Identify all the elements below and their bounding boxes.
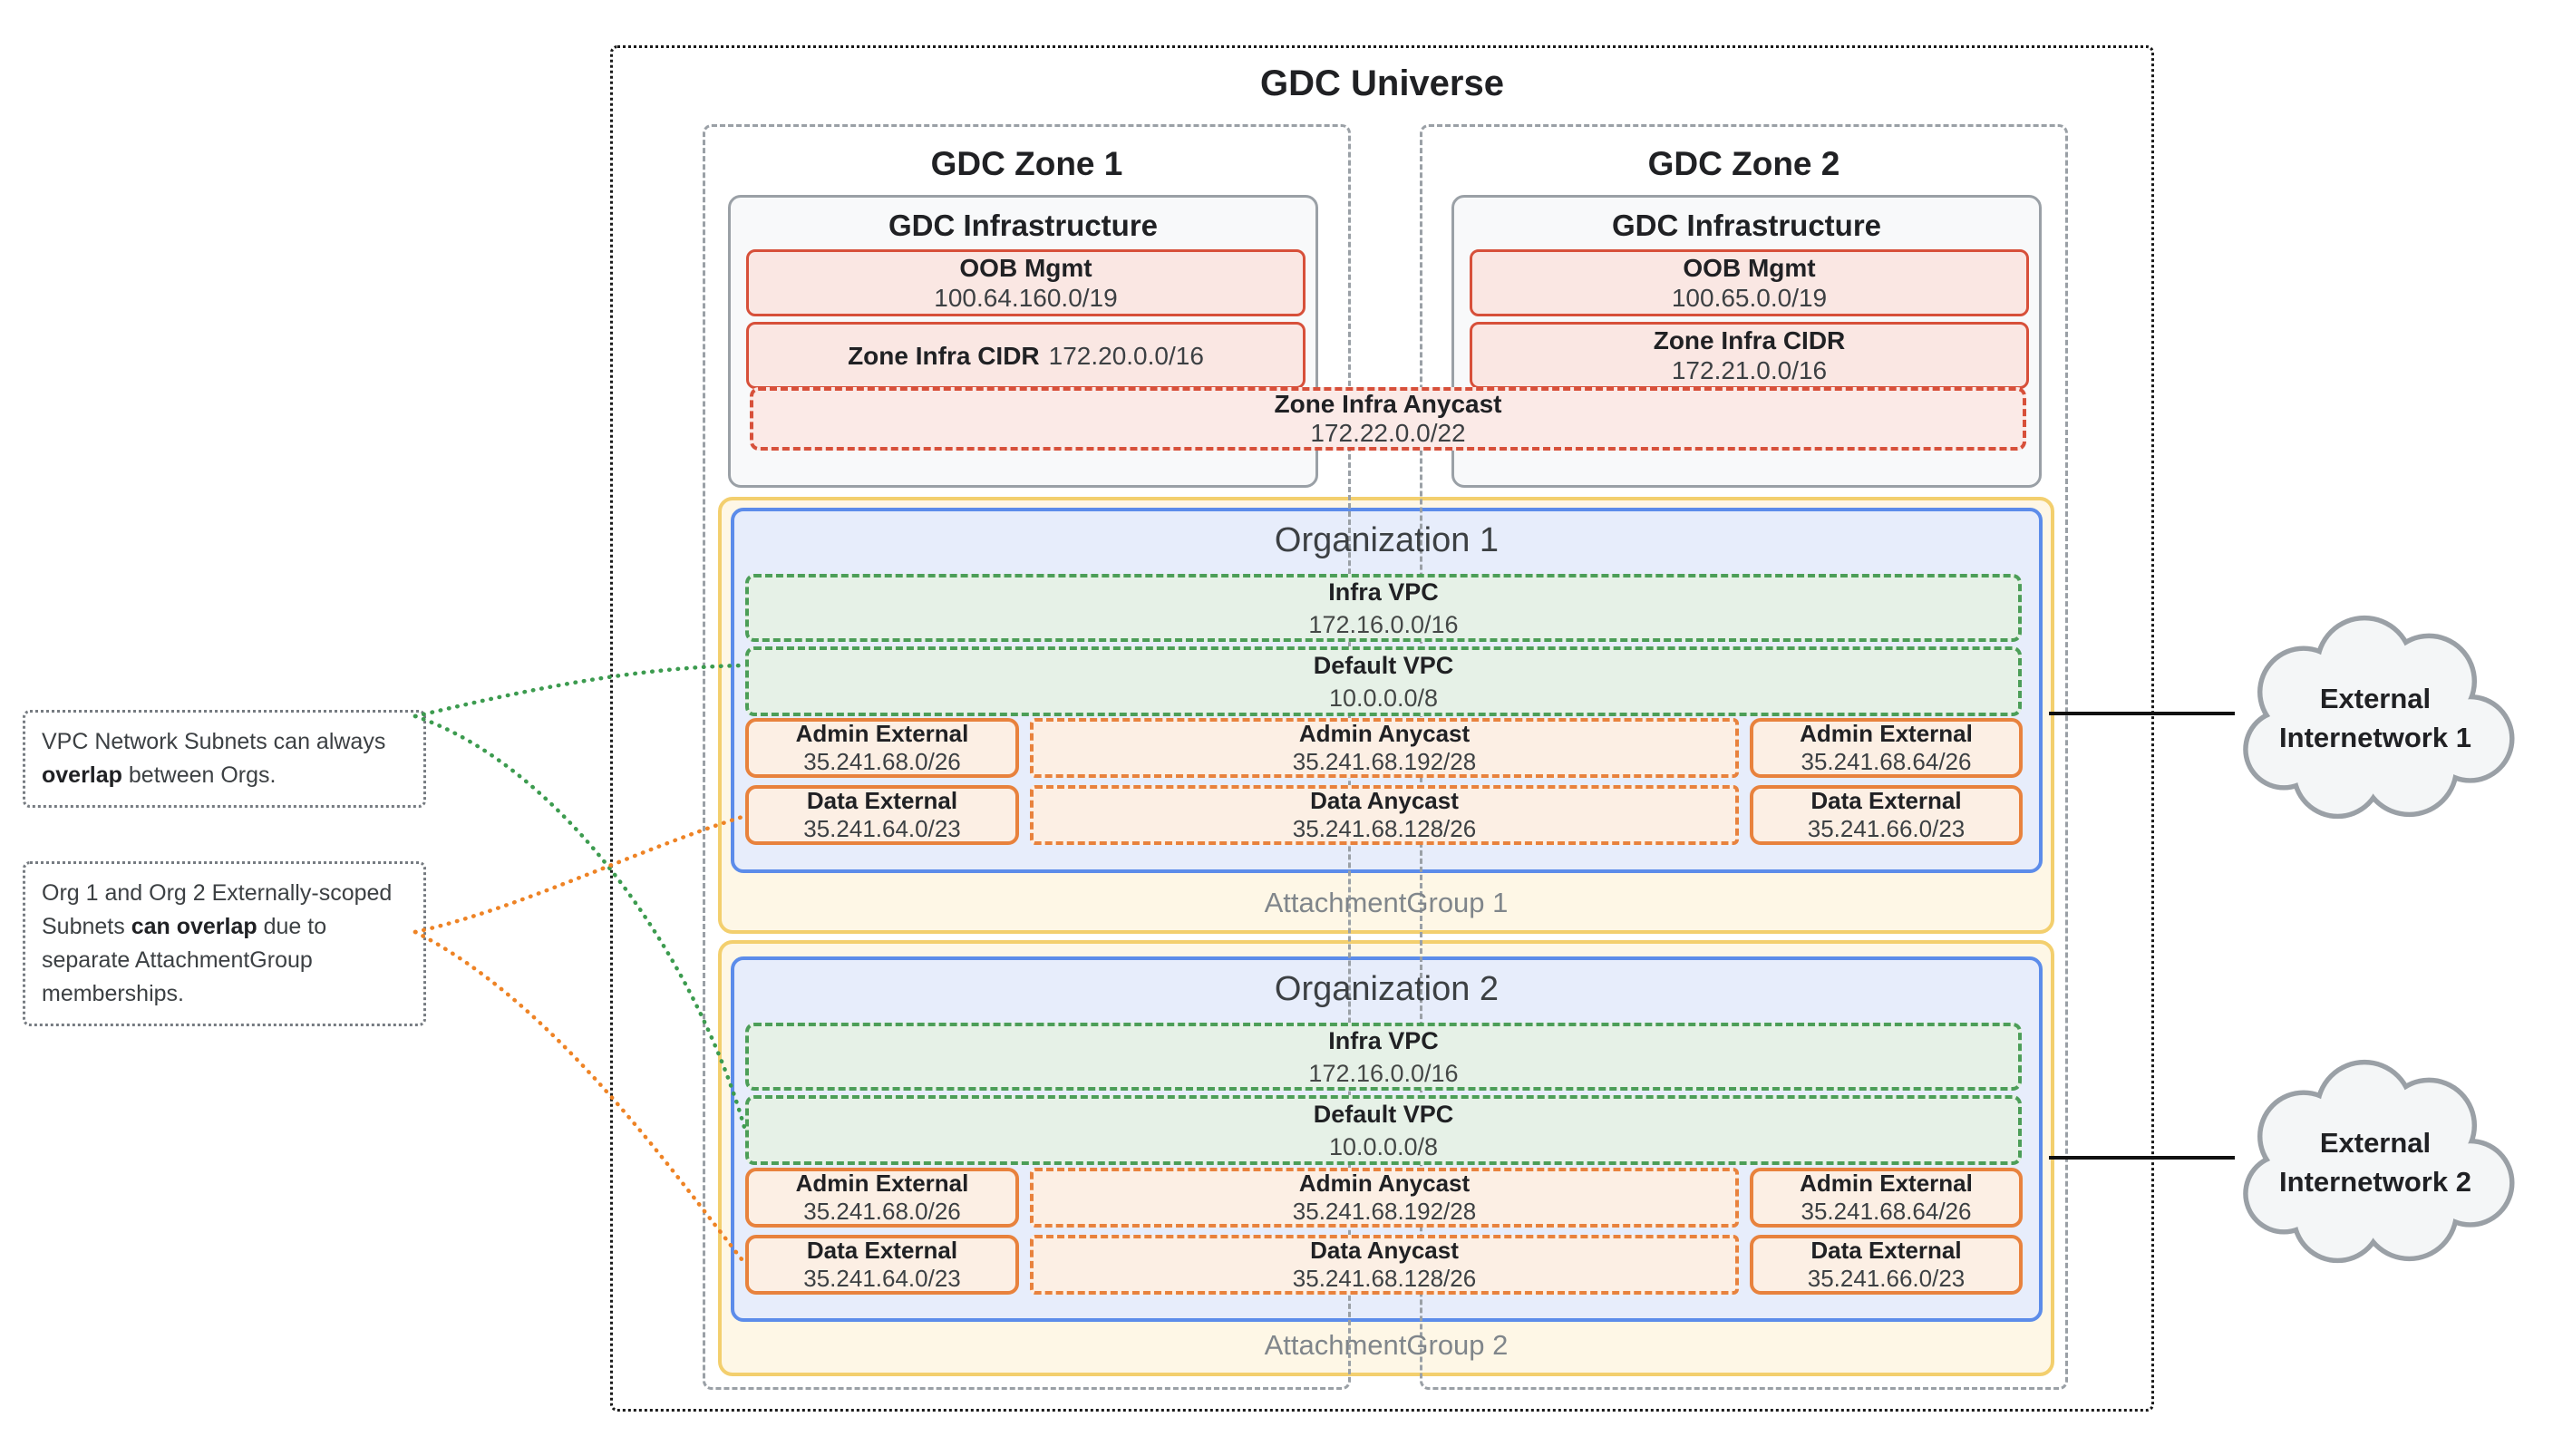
zone-infra-cidr-1: Zone Infra CIDR 172.20.0.0/16	[746, 322, 1306, 389]
zone-1-title: GDC Zone 1	[930, 145, 1123, 182]
org1-infra-vpc: Infra VPC 172.16.0.0/16	[745, 574, 2022, 642]
universe-title: GDC Universe	[1260, 63, 1504, 103]
subnet-label: Admin External	[1800, 720, 1973, 747]
org2-admin-external-left: Admin External 35.241.68.0/26	[745, 1168, 1019, 1228]
cloud-label-line: External	[2319, 1127, 2432, 1159]
zone-infra-cidr-2-value: 172.21.0.0/16	[1671, 356, 1828, 384]
org2-data-external-right: Data External 35.241.66.0/23	[1750, 1235, 2023, 1295]
cloud-shape	[2243, 615, 2515, 820]
infrastructure-2-title: GDC Infrastructure	[1611, 209, 1882, 242]
org2-admin-anycast: Admin Anycast 35.241.68.192/28	[1030, 1168, 1739, 1228]
subnet-cidr: 35.241.68.128/26	[1292, 1265, 1477, 1292]
org2-default-vpc: Default VPC 10.0.0.0/8	[745, 1095, 2022, 1165]
subnet-label: Data Anycast	[1310, 787, 1459, 814]
external-internetwork-2-label: External Internetwork 2	[2248, 1050, 2502, 1275]
connector-internetwork-2	[2049, 1156, 2235, 1160]
zone-infra-cidr-1-value: 172.20.0.0/16	[1048, 341, 1204, 370]
org2-infra-vpc: Infra VPC 172.16.0.0/16	[745, 1023, 2022, 1091]
zone-infra-anycast-label: Zone Infra Anycast	[1274, 390, 1502, 418]
oob-mgmt-1-label: OOB Mgmt	[959, 254, 1092, 282]
oob-mgmt-1-cidr: 100.64.160.0/19	[934, 284, 1118, 312]
subnet-label: Data Anycast	[1310, 1237, 1459, 1264]
org2-infra-vpc-cidr: 172.16.0.0/16	[1308, 1059, 1459, 1087]
org1-admin-external-left: Admin External 35.241.68.0/26	[745, 718, 1019, 778]
org2-data-anycast: Data Anycast 35.241.68.128/26	[1030, 1235, 1739, 1295]
zone-infra-cidr-2: Zone Infra CIDR 172.21.0.0/16	[1470, 322, 2029, 389]
subnet-label: Admin External	[1800, 1170, 1973, 1197]
org1-data-anycast: Data Anycast 35.241.68.128/26	[1030, 785, 1739, 845]
note-vpc-overlap: VPC Network Subnets can always overlap b…	[23, 710, 426, 808]
subnet-label: Data External	[1810, 787, 1962, 814]
oob-mgmt-2: OOB Mgmt 100.65.0.0/19	[1470, 249, 2029, 316]
attachment-group-1-label: AttachmentGroup 1	[1264, 887, 1509, 918]
org2-data-external-left: Data External 35.241.64.0/23	[745, 1235, 1019, 1295]
connector-internetwork-1	[2049, 712, 2235, 715]
org2-admin-external-right: Admin External 35.241.68.64/26	[1750, 1168, 2023, 1228]
external-internetwork-1-label: External Internetwork 1	[2248, 606, 2502, 830]
subnet-cidr: 35.241.68.192/28	[1292, 1198, 1477, 1225]
zone-infra-cidr-1-label: Zone Infra CIDR	[848, 341, 1040, 370]
oob-mgmt-1: OOB Mgmt 100.64.160.0/19	[746, 249, 1306, 316]
oob-mgmt-2-cidr: 100.65.0.0/19	[1671, 284, 1828, 312]
org1-infra-vpc-cidr: 172.16.0.0/16	[1308, 610, 1459, 638]
org2-default-vpc-cidr: 10.0.0.0/8	[1328, 1132, 1439, 1160]
org1-admin-external-right: Admin External 35.241.68.64/26	[1750, 718, 2023, 778]
external-internetwork-2: External Internetwork 2	[2221, 1050, 2517, 1275]
attachment-group-2-label: AttachmentGroup 2	[1264, 1329, 1509, 1361]
org1-default-vpc: Default VPC 10.0.0.0/8	[745, 646, 2022, 716]
subnet-cidr: 35.241.68.192/28	[1292, 748, 1477, 775]
note-external-overlap-text: Org 1 and Org 2 Externally-scoped Subnet…	[42, 880, 393, 1006]
note-external-overlap: Org 1 and Org 2 Externally-scoped Subnet…	[23, 861, 426, 1026]
zone-infra-anycast: Zone Infra Anycast 172.22.0.0/22	[750, 387, 2026, 451]
subnet-cidr: 35.241.68.0/26	[803, 748, 961, 775]
subnet-label: Data External	[1810, 1237, 1962, 1264]
subnet-cidr: 35.241.68.64/26	[1801, 1198, 1972, 1225]
subnet-label: Admin External	[795, 1170, 969, 1197]
org1-data-external-left: Data External 35.241.64.0/23	[745, 785, 1019, 845]
org1-data-external-right: Data External 35.241.66.0/23	[1750, 785, 2023, 845]
org1-default-vpc-label: Default VPC	[1313, 651, 1454, 679]
organization-1-title: Organization 1	[1274, 521, 1500, 559]
zone-infra-cidr-2-label: Zone Infra CIDR	[1653, 326, 1846, 354]
oob-mgmt-2-label: OOB Mgmt	[1683, 254, 1816, 282]
subnet-label: Admin Anycast	[1298, 720, 1471, 747]
subnet-cidr: 35.241.64.0/23	[803, 815, 961, 842]
subnet-cidr: 35.241.68.128/26	[1292, 815, 1477, 842]
cloud-label-line: External	[2319, 683, 2432, 714]
cloud-label-line: Internetwork 2	[2279, 1166, 2471, 1198]
subnet-cidr: 35.241.66.0/23	[1807, 815, 1966, 842]
subnet-label: Data External	[806, 787, 958, 814]
org1-infra-vpc-label: Infra VPC	[1328, 578, 1439, 606]
subnet-cidr: 35.241.68.0/26	[803, 1198, 961, 1225]
zone-2-title: GDC Zone 2	[1647, 145, 1840, 182]
org1-default-vpc-cidr: 10.0.0.0/8	[1328, 684, 1439, 712]
org2-default-vpc-label: Default VPC	[1313, 1100, 1454, 1128]
subnet-cidr: 35.241.66.0/23	[1807, 1265, 1966, 1292]
subnet-cidr: 35.241.68.64/26	[1801, 748, 1972, 775]
org1-admin-anycast: Admin Anycast 35.241.68.192/28	[1030, 718, 1739, 778]
subnet-label: Data External	[806, 1237, 958, 1264]
org2-infra-vpc-label: Infra VPC	[1328, 1026, 1439, 1054]
cloud-shape	[2243, 1059, 2515, 1264]
infrastructure-1-title: GDC Infrastructure	[888, 209, 1159, 242]
zone-infra-anycast-cidr: 172.22.0.0/22	[1310, 419, 1466, 447]
external-internetwork-1: External Internetwork 1	[2221, 606, 2517, 830]
note-vpc-overlap-text: VPC Network Subnets can always overlap b…	[42, 729, 386, 788]
cloud-label-line: Internetwork 1	[2279, 722, 2471, 753]
organization-2-title: Organization 2	[1274, 970, 1500, 1008]
subnet-label: Admin External	[795, 720, 969, 747]
subnet-label: Admin Anycast	[1298, 1170, 1471, 1197]
subnet-cidr: 35.241.64.0/23	[803, 1265, 961, 1292]
